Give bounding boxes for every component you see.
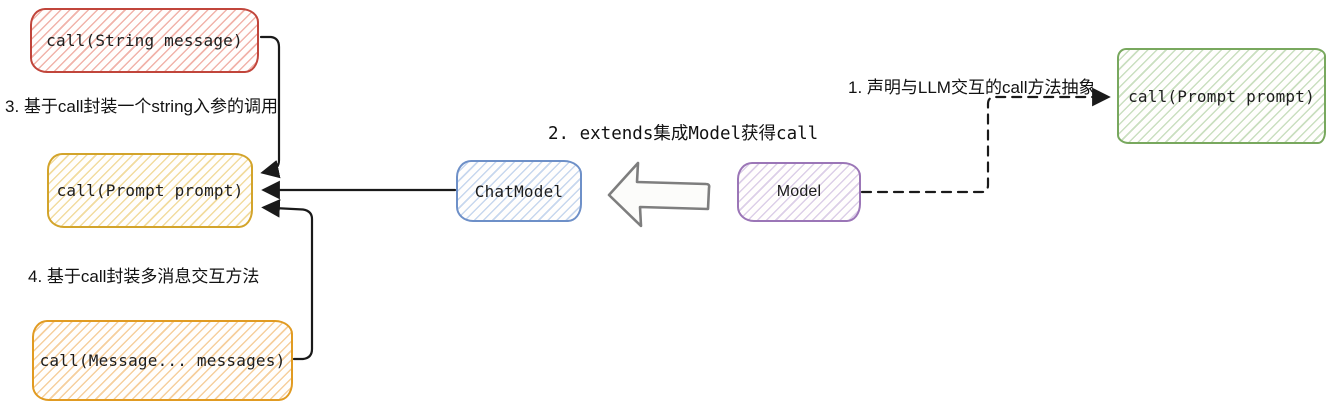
connector-model-to-abstract-call <box>860 87 1111 194</box>
node-chatmodel-label: ChatModel <box>474 181 564 201</box>
annotation-step-3: 3. 基于call封装一个string入参的调用 <box>5 97 278 116</box>
node-call-prompt-prompt-label: call(Prompt prompt) <box>56 181 244 200</box>
node-model-label: Model <box>776 183 822 200</box>
node-call-prompt-prompt: call(Prompt prompt) <box>47 153 253 228</box>
node-abstract-call-prompt-label: call(Prompt prompt) <box>1128 86 1315 106</box>
annotation-step-2: 2. extends集成Model获得call <box>548 124 819 144</box>
node-call-messages-label: call(Message... messages) <box>39 351 286 370</box>
node-call-string-message: call(String message) <box>30 8 259 73</box>
node-call-messages: call(Message... messages) <box>32 320 293 401</box>
node-model: Model <box>737 162 861 222</box>
annotation-step-1: 1. 声明与LLM交互的call方法抽象 <box>848 78 1096 97</box>
inheritance-block-arrow-icon <box>607 161 711 228</box>
node-chatmodel: ChatModel <box>456 160 582 222</box>
node-call-string-message-label: call(String message) <box>46 31 243 50</box>
node-abstract-call-prompt: call(Prompt prompt) <box>1117 48 1326 144</box>
annotation-step-4: 4. 基于call封装多消息交互方法 <box>28 267 260 286</box>
